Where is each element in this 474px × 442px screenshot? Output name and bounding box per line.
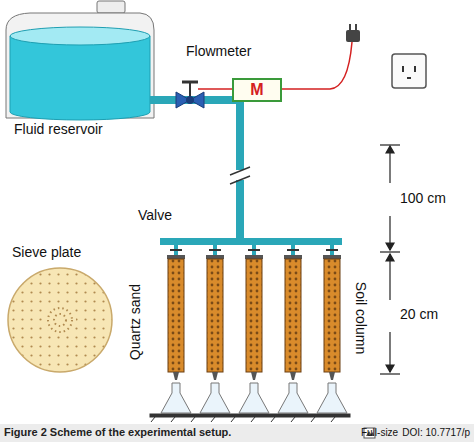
dimension-label: 20 cm [400,307,438,322]
wall-socket [392,54,426,88]
valve-label: Valve [138,208,172,223]
flowmeter-label: Flowmeter [186,44,251,59]
plug-icon [346,24,360,42]
dimension-label: 100 cm [400,191,446,206]
flowmeter-valve [176,82,204,108]
box-text: M [250,81,263,99]
pipe [150,96,342,245]
base [150,414,350,422]
caption-band [0,424,474,442]
figure-caption: Figure 2 Scheme of the experimental setu… [4,426,231,438]
soil-column-label: Soil column [352,282,367,354]
fluid-reservoir [6,1,154,120]
quartz-sand-label: Quartz sand [128,284,143,360]
controller-box: M [232,78,282,102]
full-size-link: Full-size [361,427,398,438]
dimension-lines [380,145,400,374]
sieve-plate [8,268,112,372]
soil-columns [161,244,347,413]
sieve-plate-label: Sieve plate [12,245,81,260]
reservoir-label: Fluid reservoir [14,122,103,137]
pipe-break [230,167,250,184]
doi-text: DOI: 10.7717/p [402,427,470,438]
